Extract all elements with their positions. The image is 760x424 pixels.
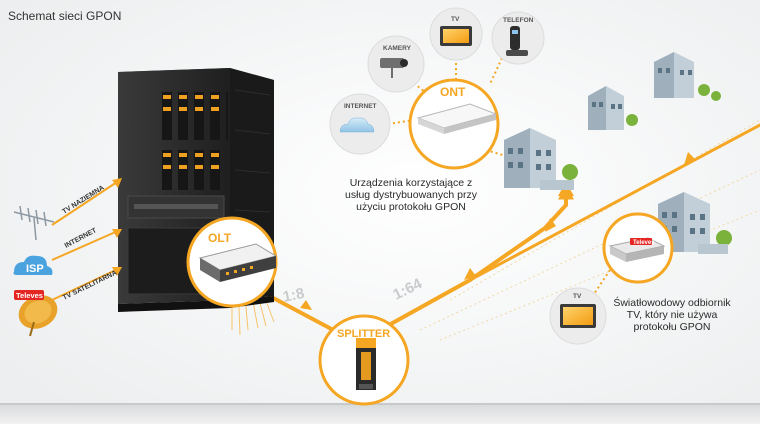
cameras-device [367,35,425,93]
caption-gpon-devices: Urządzenia korzystające z usług dystrybu… [345,177,477,213]
rack-vents [162,92,228,190]
input-arrows [51,179,121,301]
fiber-arrow-2 [464,268,476,280]
splitter-label: SPLITTER [337,328,390,340]
tv-device [429,7,483,61]
tv-right-device [549,287,607,345]
ont-node [408,78,500,170]
ratio-label-1: 1:8 [281,285,306,306]
ont-label: ONT [440,85,466,99]
rack-leds [163,95,219,169]
fiber-splitter-buildings [378,203,568,332]
televes-logo-text: Televes [16,291,43,300]
fiber-main-right [468,123,760,282]
isp-icon [13,255,53,275]
cameras-label: KAMERY [383,45,412,52]
tv-device-label: TV [451,16,460,23]
caption-fiber-tv: Światłowodowy odbiornik TV, który nie uż… [613,297,731,333]
fiber-arrow-5 [684,152,696,165]
splitter-node [318,314,410,406]
televes-receiver-label: Televes [633,240,655,246]
televes-badge [14,290,44,300]
satellite-dish-icon [18,295,58,337]
olt-node [186,216,278,308]
internet-device-label: INTERNET [344,103,377,110]
fiber-arrow-3 [545,218,556,232]
tv-right-label: TV [573,293,582,300]
phone-label: TELEFON [503,17,534,24]
internet-device [329,93,391,155]
building-far-1 [588,86,638,130]
olt-label: OLT [208,231,232,245]
antenna-icon [13,205,55,241]
page-title: Schemat sieci GPON [8,9,122,23]
phone-device [491,11,545,65]
building-ont [504,128,578,190]
isp-label: ISP [26,263,44,275]
fiber-arrow-1 [300,300,312,310]
televes-receiver [602,212,674,284]
building-far-2 [654,52,721,101]
